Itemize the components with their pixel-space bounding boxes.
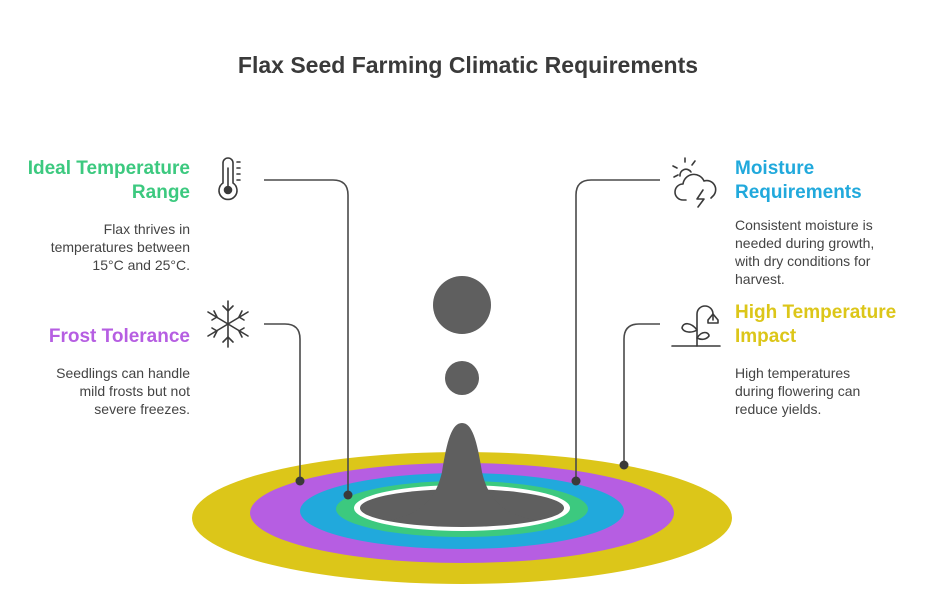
- moisture-heading: Moisture Requirements: [735, 157, 862, 205]
- moisture-desc-line4: harvest.: [735, 271, 785, 287]
- high-temperature-desc-line1: High temperatures: [735, 365, 851, 381]
- moisture-desc-line1: Consistent moisture is: [735, 217, 873, 233]
- connector-dot-moisture: [571, 476, 581, 486]
- droplet-small: [445, 361, 479, 395]
- moisture-heading-line1: Moisture: [735, 158, 815, 179]
- frost-tolerance-heading-line1: Frost Tolerance: [48, 326, 190, 347]
- droplet-large: [433, 276, 491, 334]
- page-title: Flax Seed Farming Climatic Requirements: [237, 52, 699, 78]
- ideal-temperature-desc-line2: temperatures between: [50, 239, 190, 255]
- snowflake-icon: [207, 300, 249, 348]
- connector-high-temperature: [623, 323, 660, 465]
- connector-dot-high-temperature: [619, 460, 629, 470]
- thermometer-icon: [218, 157, 241, 201]
- frost-tolerance-desc-line2: mild frosts but not: [79, 383, 191, 399]
- frost-tolerance-desc-line1: Seedlings can handle: [56, 365, 190, 381]
- high-temperature-heading-line1: High Temperature: [735, 302, 897, 323]
- ideal-temperature-desc-line3: 15°C and 25°C.: [92, 257, 190, 273]
- ideal-temperature-heading-line1: Ideal Temperature: [27, 158, 190, 179]
- storm-cloud-sun-icon: [672, 157, 717, 208]
- frost-tolerance-heading: Frost Tolerance: [49, 325, 190, 349]
- frost-tolerance-desc-line3: severe freezes.: [94, 401, 190, 417]
- high-temperature-desc-line2: during flowering can: [735, 383, 861, 399]
- ideal-temperature-desc-line1: Flax thrives in: [103, 221, 190, 237]
- high-temperature-heading: High Temperature Impact: [735, 301, 896, 349]
- connector-dot-ideal-temperature: [343, 490, 353, 500]
- connector-moisture: [575, 179, 660, 481]
- connector-dot-frost: [295, 476, 305, 486]
- connector-ideal-temperature: [264, 179, 349, 495]
- moisture-heading-line2: Requirements: [735, 182, 862, 203]
- high-temperature-desc-line3: reduce yields.: [735, 401, 822, 417]
- splash-peak: [390, 423, 534, 520]
- moisture-desc-line2: needed during growth,: [735, 235, 875, 251]
- ideal-temperature-heading: Ideal Temperature Range: [28, 157, 190, 205]
- moisture-description: Consistent moisture is needed during gro…: [735, 216, 874, 288]
- moisture-desc-line3: with dry conditions for: [735, 253, 871, 269]
- frost-tolerance-description: Seedlings can handle mild frosts but not…: [56, 364, 190, 418]
- ideal-temperature-heading-line2: Range: [131, 182, 190, 203]
- ideal-temperature-description: Flax thrives in temperatures between 15°…: [51, 220, 190, 274]
- high-temperature-heading-line2: Impact: [735, 326, 797, 347]
- high-temperature-description: High temperatures during flowering can r…: [735, 364, 860, 418]
- wilting-plant-icon: [671, 305, 721, 347]
- connector-frost: [264, 323, 301, 481]
